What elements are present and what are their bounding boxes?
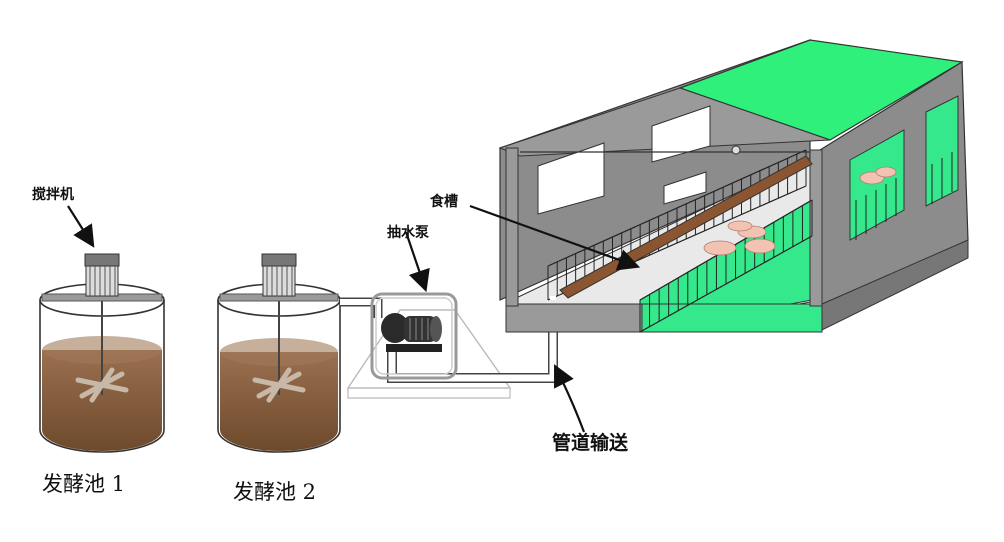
pigs [703,166,897,256]
fermentation-tank-2 [217,253,341,453]
slurry-1 [42,350,162,451]
tank2-label: 发酵池 2 [233,480,317,504]
trough-label: 食槽 [430,194,458,210]
fermentation-tank-1 [39,253,165,453]
tank1-label: 发酵池 1 [42,472,126,496]
mixer-motor-2 [261,253,297,297]
mixer-arrow [67,205,95,248]
pump-label: 抽水泵 [387,225,429,241]
mixer-motor-1 [84,253,120,297]
annotation-arrows [67,204,641,433]
slurry-2 [220,352,338,451]
pump-arrow [404,231,430,293]
pipeline-label: 管道输送 [552,432,629,454]
pig-shed [498,39,969,333]
water-pump [370,292,458,380]
mixer-label: 搅拌机 [32,187,74,203]
trough-arrow [469,204,641,271]
pipeline-arrow [554,364,586,433]
